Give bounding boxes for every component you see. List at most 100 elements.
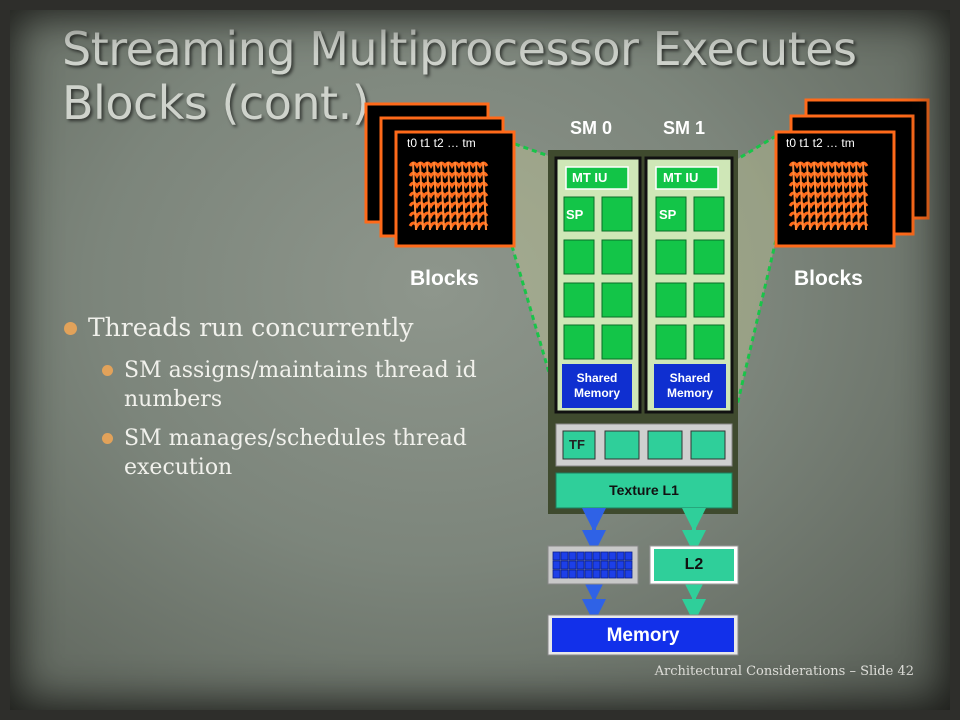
l2-label: L2: [684, 556, 704, 573]
sm1-sp-core: [655, 282, 687, 318]
thread-wave: [408, 211, 489, 219]
sm0-sp-core: [563, 239, 595, 275]
sm0-sp-core: [601, 282, 633, 318]
thread-line: [412, 161, 417, 231]
sm0-sp-core: [601, 196, 633, 232]
block-threads-left: t0 t1 t2 … tm: [407, 136, 476, 150]
sm1-mtiu: [655, 166, 719, 190]
sm1-sp-core: [655, 324, 687, 360]
dram-cell: [616, 560, 625, 570]
dram-cells: [552, 551, 633, 579]
sm1-label: SM 1: [663, 118, 706, 138]
sm0-sp-label: SP: [566, 207, 584, 222]
sm1-mtiu-label: MT IU: [663, 170, 699, 185]
sm0-shared-memory-label: Shared Memory: [562, 371, 632, 401]
dram-cell: [552, 551, 561, 561]
dram-cell: [608, 551, 617, 561]
dram-cell: [560, 551, 569, 561]
sm1-sp-core: [693, 282, 725, 318]
memory-label: Memory: [606, 625, 680, 646]
shared-label-line2: Memory: [573, 386, 620, 400]
thread-line: [447, 161, 452, 231]
sp-grid: [563, 196, 725, 360]
sm1-shared-memory-label: Shared Memory: [654, 371, 726, 401]
thread-line: [461, 161, 466, 231]
thread-waves: [408, 161, 489, 231]
dram-cell: [552, 560, 561, 570]
sm0-sp-core: [601, 239, 633, 275]
dram-cell: [568, 560, 577, 570]
block-threads-right: t0 t1 t2 … tm: [786, 136, 855, 150]
bullet-dot-icon: [64, 322, 77, 335]
thread-line: [827, 161, 832, 231]
bullet-dot-icon: [102, 433, 113, 444]
shared-label-line1: Shared: [669, 371, 711, 385]
sm1-shared-memory: [654, 364, 726, 408]
thread-line: [813, 161, 818, 231]
shared-label-line2: Memory: [666, 386, 713, 400]
blocks-label-right: Blocks: [794, 267, 863, 290]
dram-cell: [600, 560, 609, 570]
sm0-sp-core: [563, 196, 595, 232]
dram-cell: [616, 569, 625, 579]
dram-cell: [584, 560, 593, 570]
thread-wave: [788, 211, 869, 219]
tf-unit: [690, 430, 726, 460]
thread-line: [440, 161, 445, 231]
sm1-sp-core: [655, 196, 687, 232]
bullet-item: Threads run concurrently: [62, 312, 482, 344]
dram-cell: [616, 551, 625, 561]
slide-footer: Architectural Considerations – Slide 42: [654, 664, 914, 679]
sm1-sp-core: [655, 239, 687, 275]
slide-title: Streaming Multiprocessor Executes Blocks…: [62, 22, 857, 130]
right-blocks-stack: [774, 98, 930, 248]
dram-cell: [568, 551, 577, 561]
sm0-sp-core: [563, 282, 595, 318]
thread-line: [820, 161, 825, 231]
tf-unit: [647, 430, 683, 460]
dram-cell: [600, 569, 609, 579]
thread-line: [426, 161, 431, 231]
thread-line: [475, 161, 480, 231]
thread-line: [454, 161, 459, 231]
sm0-mtiu-label: MT IU: [572, 170, 608, 185]
thread-wave: [408, 201, 489, 209]
left-blocks-stack: [364, 102, 516, 248]
right-projection: [736, 136, 776, 410]
dram-cell: [608, 569, 617, 579]
arrows: [582, 508, 706, 623]
thread-line: [792, 161, 797, 231]
sub-bullet-item: SM assigns/maintains thread id numbers: [100, 356, 482, 414]
texture-l1-box: [555, 472, 733, 509]
dram-cell: [576, 569, 585, 579]
thread-line: [799, 161, 804, 231]
blocks-label-left: Blocks: [410, 267, 479, 290]
sm1-sp-core: [693, 196, 725, 232]
bullet-text: Threads run concurrently: [88, 313, 414, 342]
shared-label-line1: Shared: [576, 371, 618, 385]
thread-line: [433, 161, 438, 231]
bullet-list: Threads run concurrently SM assigns/main…: [62, 312, 482, 492]
dram-cell: [584, 569, 593, 579]
bullet-dot-icon: [102, 365, 113, 376]
thread-line: [862, 161, 867, 231]
memory-box: [552, 618, 734, 652]
dram-cell: [576, 551, 585, 561]
sm0-sp-core: [563, 324, 595, 360]
dram-cell: [624, 551, 633, 561]
sub-bullet-text: SM assigns/maintains thread id numbers: [124, 358, 477, 412]
tf-unit: [562, 430, 596, 460]
sub-bullet-text: SM manages/schedules thread execution: [124, 426, 467, 480]
thread-line: [468, 161, 473, 231]
dram-cell: [576, 560, 585, 570]
dram-cell: [592, 551, 601, 561]
thread-line: [419, 161, 424, 231]
sm0-label: SM 0: [570, 118, 613, 138]
texture-l1-label: Texture L1: [609, 482, 679, 498]
thread-line: [834, 161, 839, 231]
dram-cell: [560, 569, 569, 579]
dram-cell: [624, 560, 633, 570]
sm1-sp-core: [693, 239, 725, 275]
l2-box: [654, 549, 734, 581]
